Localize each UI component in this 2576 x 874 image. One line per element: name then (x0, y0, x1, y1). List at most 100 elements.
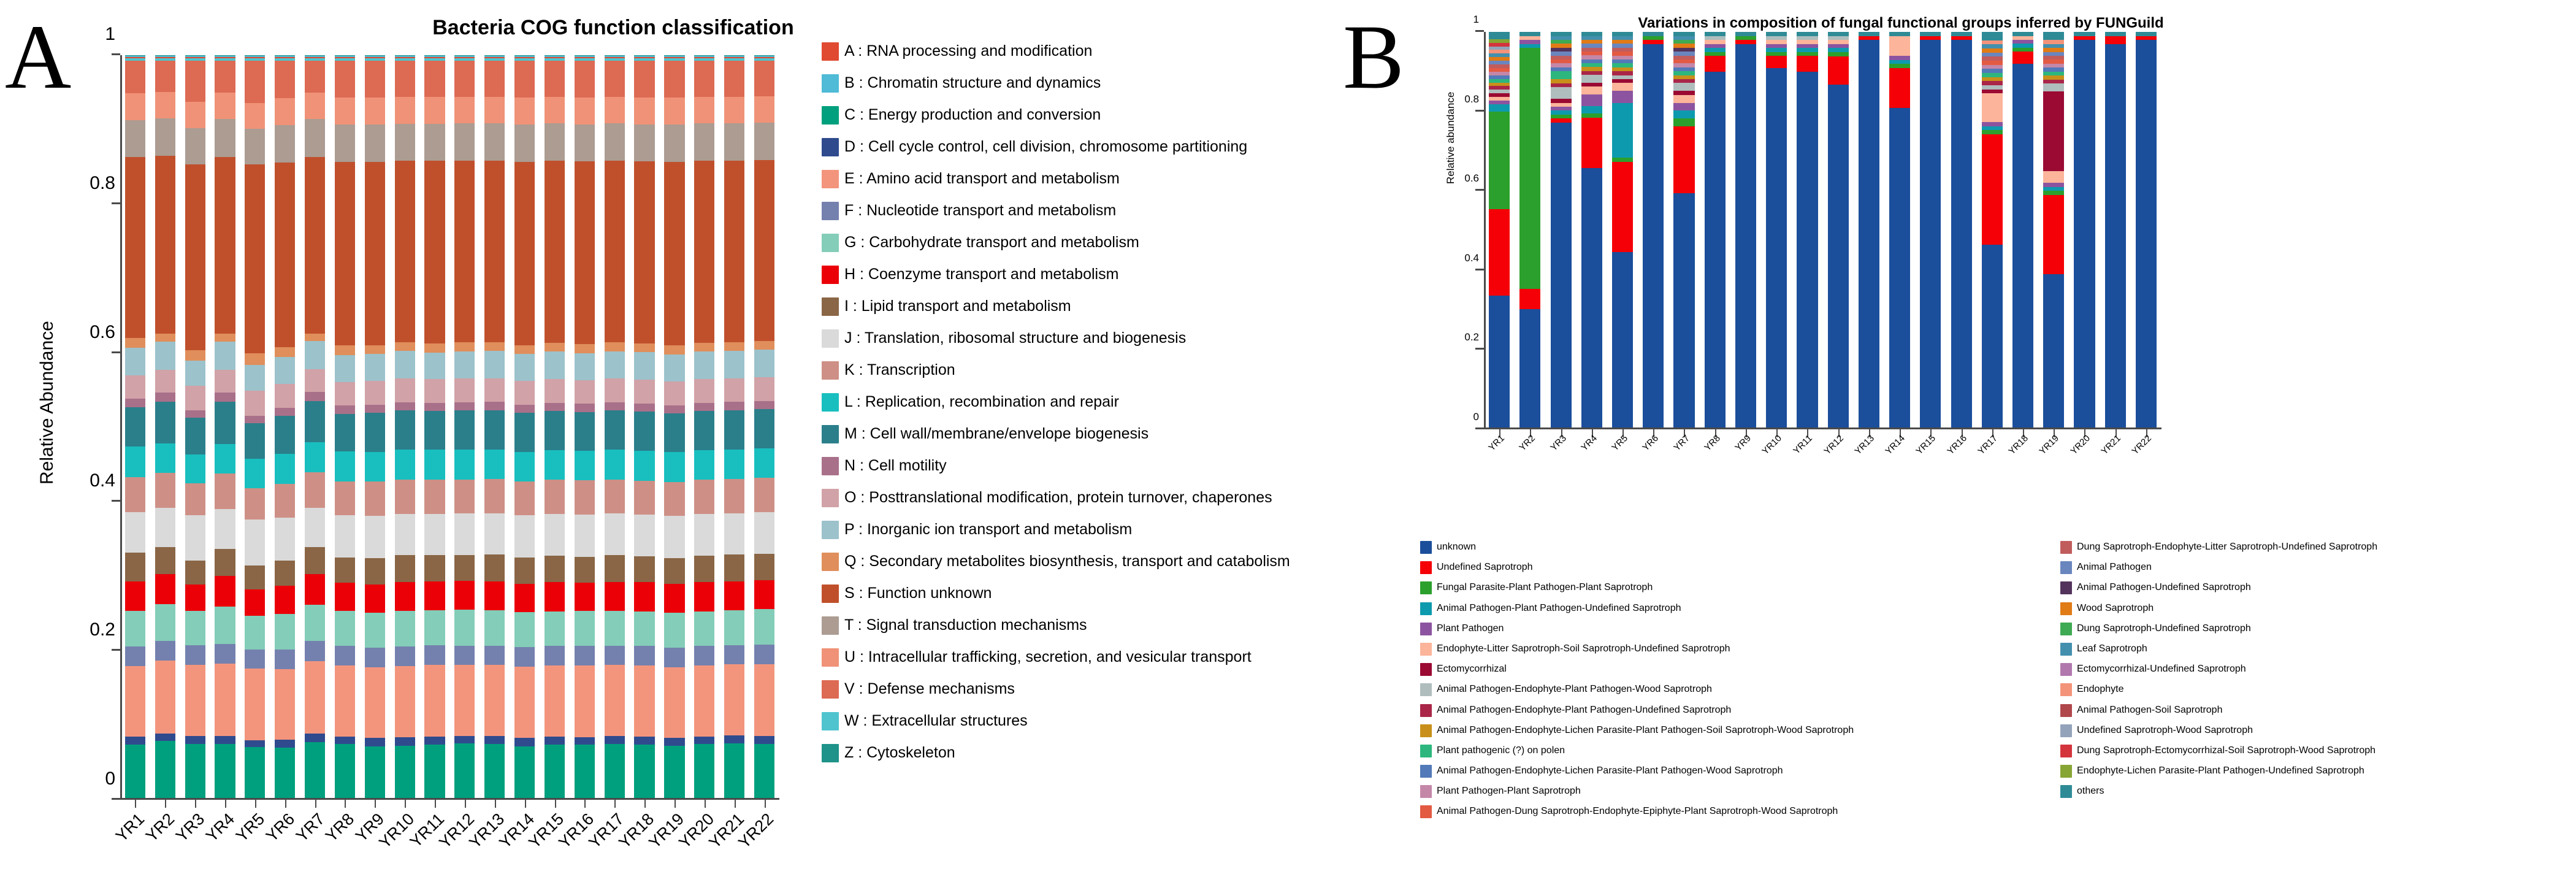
legend-item[interactable]: Fungal Parasite-Plant Pathogen-Plant Sap… (1420, 580, 1854, 600)
legend-item[interactable]: unknown (1420, 540, 1854, 560)
legend-item[interactable]: Animal Pathogen-Undefined Saprotroph (2060, 580, 2377, 600)
stacked-bar[interactable] (1951, 32, 1972, 429)
stacked-bar[interactable] (215, 55, 235, 800)
legend-item[interactable]: E : Amino acid transport and metabolism (822, 168, 1290, 200)
stacked-bar[interactable] (454, 55, 475, 800)
legend-item[interactable]: Animal Pathogen-Soil Saprotroph (2060, 703, 2377, 723)
stacked-bar[interactable] (1735, 32, 1757, 429)
legend-item[interactable]: O : Posttranslational modification, prot… (822, 487, 1290, 519)
stacked-bar[interactable] (634, 55, 655, 800)
legend-item[interactable]: Endophyte-Litter Saprotroph-Soil Saprotr… (1420, 642, 1854, 662)
legend-item[interactable]: Animal Pathogen-Endophyte-Lichen Parasit… (1420, 723, 1854, 743)
stacked-bar[interactable] (1519, 32, 1541, 429)
stacked-bar[interactable] (124, 55, 146, 800)
stacked-bar[interactable] (2012, 32, 2034, 429)
legend-item[interactable]: Animal Pathogen-Dung Saprotroph-Endophyt… (1420, 804, 1854, 824)
legend-item[interactable]: V : Defense mechanisms (822, 678, 1290, 710)
stacked-bar[interactable] (1889, 32, 1911, 429)
stacked-bar[interactable] (2104, 32, 2126, 429)
stacked-bar[interactable] (604, 55, 625, 800)
legend-item[interactable]: U : Intracellular trafficking, secretion… (822, 646, 1290, 678)
legend-item[interactable]: Ectomycorrhizal-Undefined Saprotroph (2060, 662, 2377, 682)
stacked-bar[interactable] (185, 55, 205, 800)
legend-item[interactable]: S : Function unknown (822, 583, 1290, 615)
stacked-bar[interactable] (275, 55, 296, 800)
stacked-bar[interactable] (1581, 32, 1602, 429)
stacked-bar[interactable] (724, 55, 745, 800)
legend-item[interactable]: Animal Pathogen (2060, 560, 2377, 580)
bar-segment (544, 96, 565, 124)
x-tick-mark (1838, 429, 1840, 437)
legend-item[interactable]: P : Inorganic ion transport and metaboli… (822, 519, 1290, 551)
stacked-bar[interactable] (1611, 32, 1634, 429)
y-tick-label: 0.6 (1464, 172, 1479, 185)
stacked-bar[interactable] (1797, 32, 1818, 429)
stacked-bar[interactable] (484, 55, 505, 800)
stacked-bar[interactable] (664, 55, 685, 800)
stacked-bar[interactable] (1766, 32, 1787, 429)
legend-item[interactable]: J : Translation, ribosomal structure and… (822, 328, 1290, 359)
stacked-bar[interactable] (1858, 32, 1879, 429)
legend-item[interactable]: Animal Pathogen-Endophyte-Plant Pathogen… (1420, 703, 1854, 723)
legend-item[interactable]: I : Lipid transport and metabolism (822, 296, 1290, 328)
bar-segment (124, 375, 146, 399)
stacked-bar[interactable] (1920, 32, 1941, 429)
legend-item[interactable]: A : RNA processing and modification (822, 40, 1290, 72)
legend-item[interactable]: Animal Pathogen-Endophyte-Plant Pathogen… (1420, 682, 1854, 702)
legend-item[interactable]: N : Cell motility (822, 455, 1290, 487)
legend-item[interactable]: Leaf Saprotroph (2060, 642, 2377, 662)
legend-item[interactable]: Undefined Saprotroph-Wood Saprotroph (2060, 723, 2377, 743)
stacked-bar[interactable] (364, 55, 385, 800)
legend-item[interactable]: Animal Pathogen-Plant Pathogen-Undefined… (1420, 601, 1854, 621)
legend-item[interactable]: L : Replication, recombination and repai… (822, 391, 1290, 423)
legend-item[interactable]: G : Carbohydrate transport and metabolis… (822, 232, 1290, 264)
legend-item[interactable]: Plant Pathogen-Plant Saprotroph (1420, 784, 1854, 804)
stacked-bar[interactable] (694, 55, 715, 800)
stacked-bar[interactable] (394, 55, 415, 800)
legend-item[interactable]: W : Extracellular structures (822, 710, 1290, 742)
legend-item[interactable]: Ectomycorrhizal (1420, 662, 1854, 682)
stacked-bar[interactable] (1489, 32, 1510, 429)
legend-item[interactable]: others (2060, 784, 2377, 804)
legend-item[interactable]: Plant Pathogen (1420, 621, 1854, 642)
legend-item[interactable]: H : Coenzyme transport and metabolism (822, 264, 1290, 296)
stacked-bar[interactable] (424, 55, 445, 800)
legend-item[interactable]: Dung Saprotroph-Undefined Saprotroph (2060, 621, 2377, 642)
stacked-bar[interactable] (544, 55, 565, 800)
bar-segment (155, 341, 175, 370)
stacked-bar[interactable] (1827, 32, 1849, 429)
stacked-bar[interactable] (334, 55, 356, 800)
stacked-bar[interactable] (155, 55, 175, 800)
legend-item[interactable]: Dung Saprotroph-Endophyte-Litter Saprotr… (2060, 540, 2377, 560)
stacked-bar[interactable] (1643, 32, 1664, 429)
bar-segment (364, 648, 385, 667)
legend-item[interactable]: T : Signal transduction mechanisms (822, 615, 1290, 646)
legend-item[interactable]: Endophyte (2060, 682, 2377, 702)
legend-item[interactable]: Wood Saprotroph (2060, 601, 2377, 621)
legend-item[interactable]: C : Energy production and conversion (822, 104, 1290, 136)
legend-item[interactable]: B : Chromatin structure and dynamics (822, 72, 1290, 104)
stacked-bar[interactable] (1673, 32, 1695, 429)
stacked-bar[interactable] (245, 55, 266, 800)
legend-item[interactable]: Z : Cytoskeleton (822, 742, 1290, 774)
legend-item[interactable]: Animal Pathogen-Endophyte-Lichen Parasit… (1420, 764, 1854, 784)
legend-item[interactable]: K : Transcription (822, 359, 1290, 391)
legend-item[interactable]: Q : Secondary metabolites biosynthesis, … (822, 551, 1290, 583)
stacked-bar[interactable] (1981, 32, 2003, 429)
stacked-bar[interactable] (1704, 32, 1726, 429)
legend-item[interactable]: M : Cell wall/membrane/envelope biogenes… (822, 423, 1290, 455)
legend-item[interactable]: Undefined Saprotroph (1420, 560, 1854, 580)
legend-item[interactable]: Plant pathogenic (?) on polen (1420, 743, 1854, 764)
legend-item[interactable]: Dung Saprotroph-Ectomycorrhizal-Soil Sap… (2060, 743, 2377, 764)
legend-item[interactable]: D : Cell cycle control, cell division, c… (822, 136, 1290, 168)
stacked-bar[interactable] (754, 55, 775, 800)
stacked-bar[interactable] (2135, 32, 2157, 429)
stacked-bar[interactable] (574, 55, 595, 800)
legend-item[interactable]: Endophyte-Lichen Parasite-Plant Pathogen… (2060, 764, 2377, 784)
stacked-bar[interactable] (514, 55, 535, 800)
legend-item[interactable]: F : Nucleotide transport and metabolism (822, 200, 1290, 232)
stacked-bar[interactable] (2074, 32, 2095, 429)
stacked-bar[interactable] (1550, 32, 1572, 429)
stacked-bar[interactable] (2043, 32, 2065, 429)
stacked-bar[interactable] (304, 55, 326, 800)
